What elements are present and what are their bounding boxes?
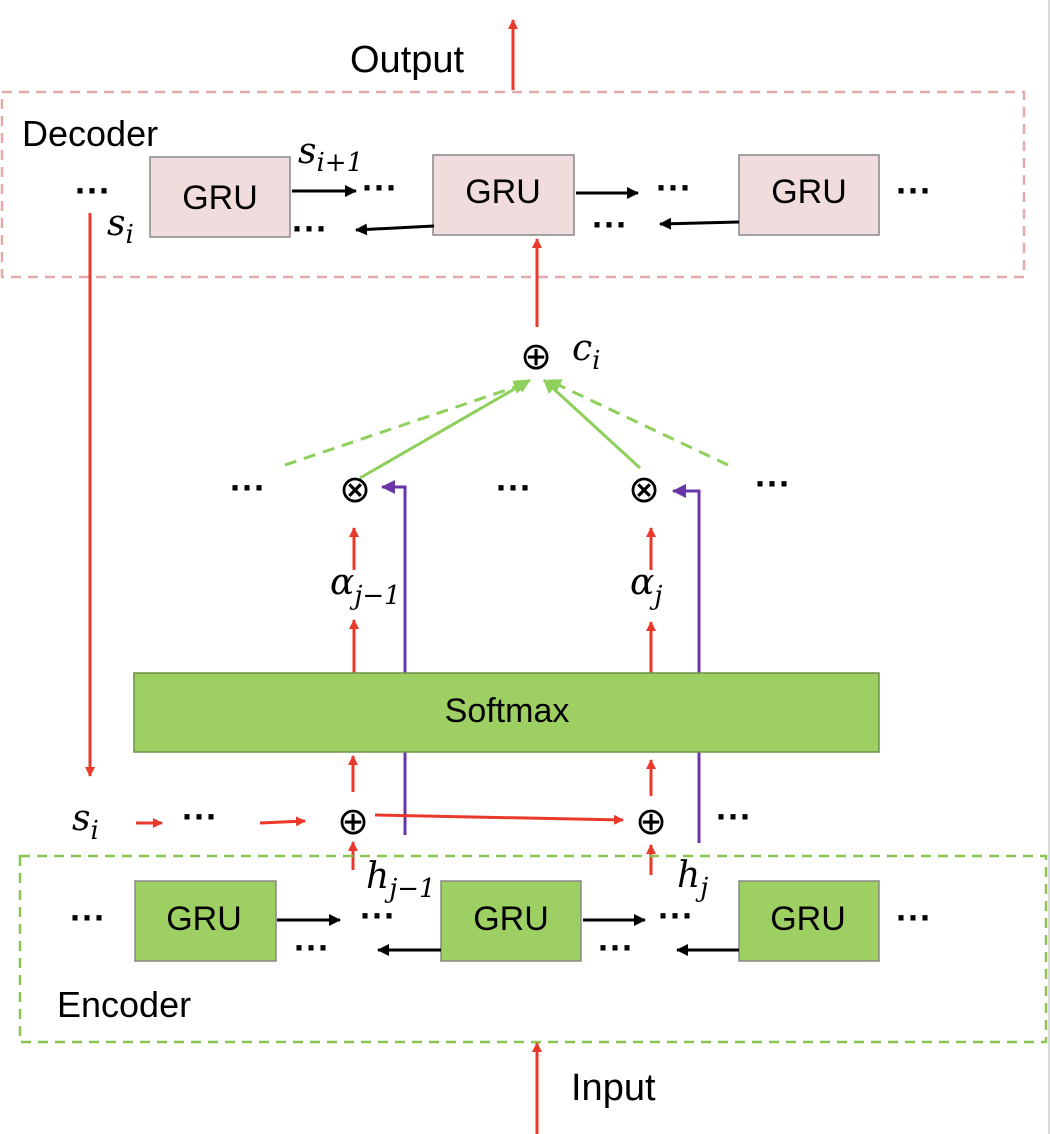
decoder-ellipsis-mid1-bot: ··· (292, 208, 328, 249)
decoder-box (0, 90, 1026, 279)
green-arrow-right (542, 378, 642, 470)
score-oplus-left: ⊕ (337, 801, 369, 843)
input-label: Input (571, 1067, 656, 1109)
label-alpha-j: αj (630, 562, 662, 611)
decoder-ellipsis-mid2-bot: ··· (592, 204, 628, 245)
label-h-j-minus-1: hj−1 (366, 856, 436, 904)
encoder-label: Encoder (57, 984, 191, 1025)
weight-ellipsis-mid: ··· (496, 467, 532, 508)
encoder-gru-2 (440, 880, 582, 962)
context-oplus: ⊕ (520, 336, 552, 378)
encoder-ellipsis-left: ··· (70, 897, 106, 938)
encoder-ellipsis-mid1-top: ··· (360, 895, 396, 936)
encoder-gru-2-label: GRU (473, 900, 549, 938)
encoder-ellipsis-mid2-top: ··· (658, 895, 694, 936)
weight-ellipsis-right: ··· (755, 463, 791, 504)
encoder-gru-1-label: GRU (166, 900, 242, 938)
decoder-gru-1 (149, 156, 291, 238)
otimes-right: ⊗ (628, 469, 660, 511)
decoder-gru-1-label: GRU (182, 179, 258, 217)
decoder-ellipsis-right: ··· (896, 170, 932, 211)
purple-h-right-arrow (672, 484, 701, 843)
green-dashed-arrow-left (284, 380, 528, 467)
softmax-label: Softmax (445, 692, 570, 730)
score-arrow-3 (374, 813, 624, 825)
decoder-label: Decoder (22, 113, 158, 154)
output-label: Output (350, 39, 465, 81)
decoder-gru-2-label: GRU (465, 173, 541, 211)
score-ellipsis-left: ··· (182, 796, 218, 837)
label-h-j: hj (677, 855, 708, 903)
weight-ellipsis-left: ··· (230, 467, 266, 508)
decoder-ellipsis-mid2-top: ··· (656, 167, 692, 208)
label-alpha-j-minus-1: αj−1 (330, 562, 401, 611)
label-s-i-score: si (72, 798, 99, 846)
encoder-ellipsis-mid2-bot: ··· (598, 927, 634, 968)
encoder-gru-3-label: GRU (770, 900, 846, 938)
encoder-gru-1 (134, 880, 277, 962)
otimes-left: ⊗ (339, 469, 371, 511)
decoder-ellipsis-mid1-top: ··· (362, 167, 398, 208)
encoder-ellipsis-mid1-bot: ··· (294, 927, 330, 968)
score-oplus-right: ⊕ (635, 801, 667, 843)
softmax-box (133, 672, 880, 753)
green-arrow-left (359, 378, 531, 480)
right-border (1048, 0, 1050, 1134)
score-arrow-2 (259, 816, 306, 827)
decoder-gru-3 (738, 154, 880, 236)
label-c-i: ci (572, 328, 601, 376)
label-s-i-plus-1: si+1 (298, 131, 363, 178)
encoder-gru-3 (738, 880, 880, 962)
score-ellipsis-right: ··· (716, 796, 752, 837)
decoder-ellipsis-left: ··· (75, 170, 111, 211)
decoder-arrow-bwd-2 (659, 217, 740, 230)
label-s-i-decoder: si (107, 203, 134, 250)
purple-h-left-arrow (381, 480, 407, 835)
encoder-ellipsis-right: ··· (896, 897, 932, 938)
decoder-arrow-bwd-1 (355, 223, 435, 236)
decoder-gru-2 (432, 154, 575, 236)
green-dashed-arrow-right (547, 378, 729, 467)
decoder-gru-3-label: GRU (771, 173, 847, 211)
